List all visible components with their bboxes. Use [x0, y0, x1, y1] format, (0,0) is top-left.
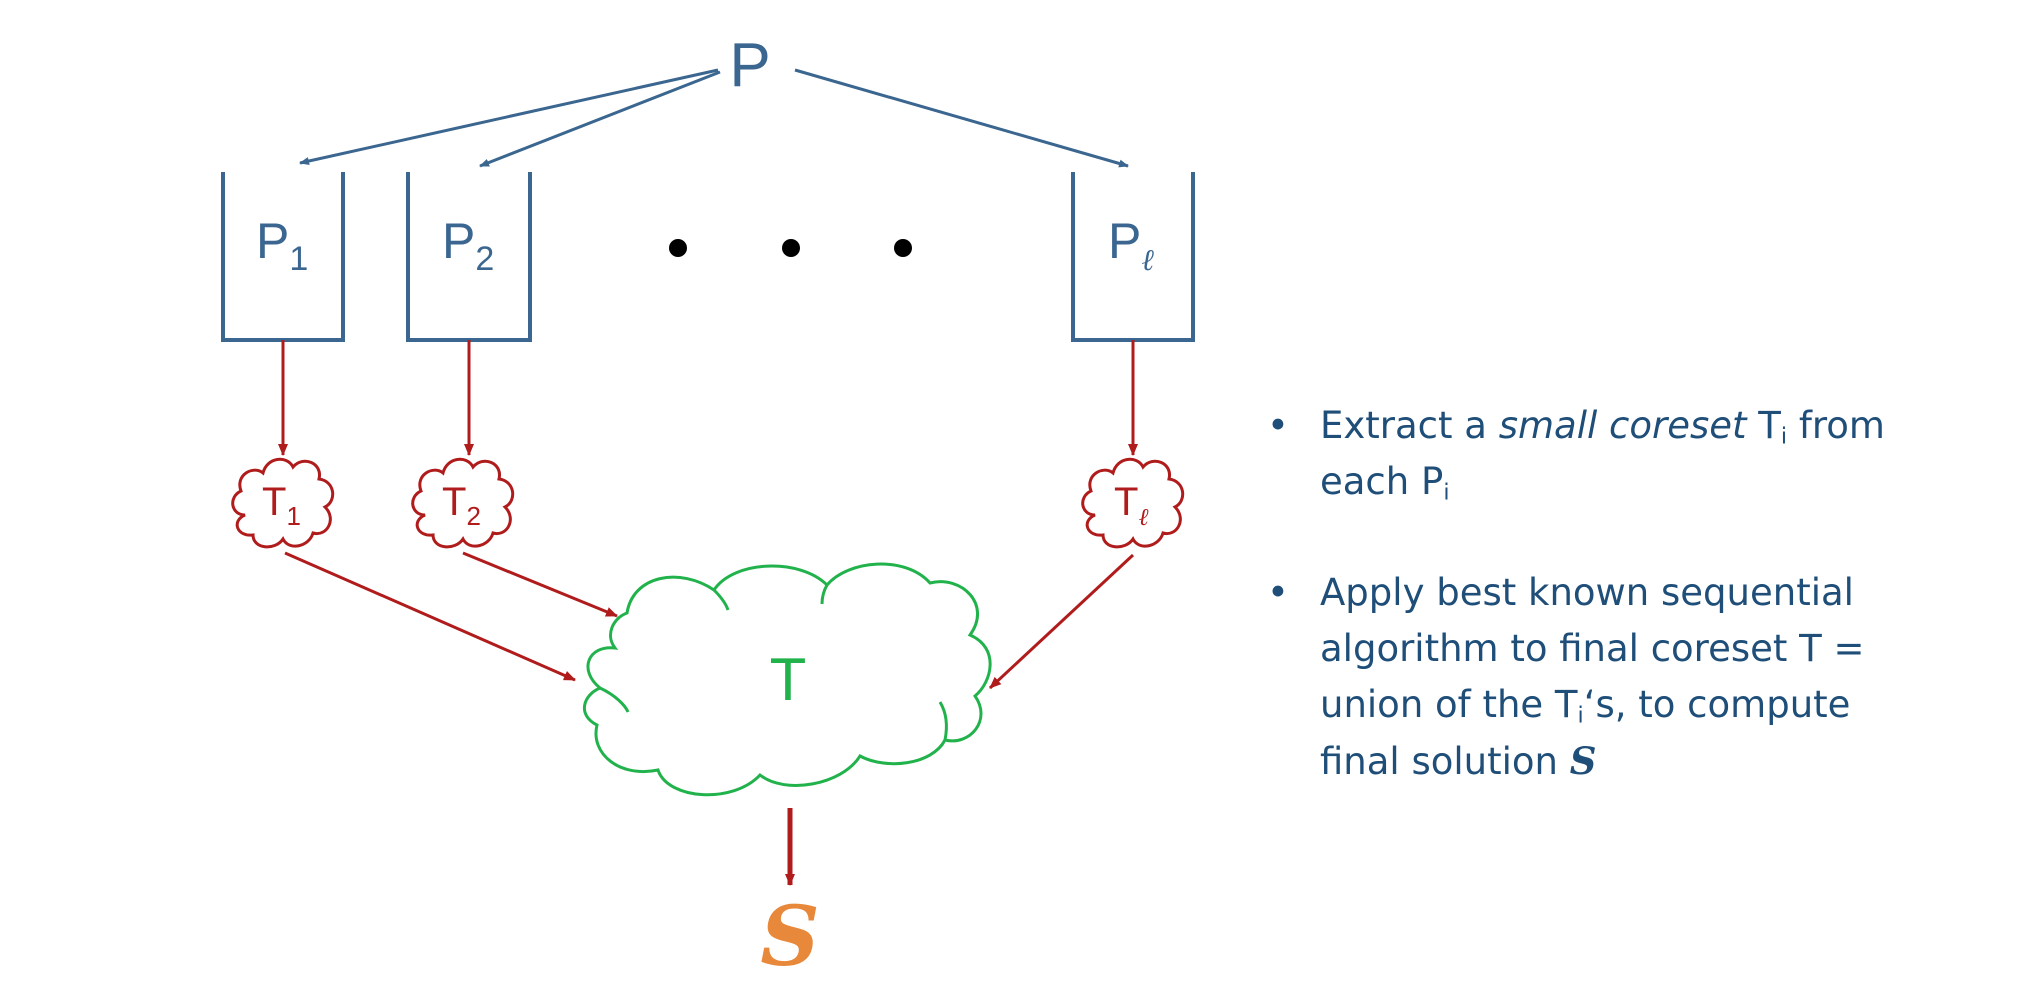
coreset-label-l: Tℓ: [1114, 480, 1148, 531]
bullet-marker: •: [1267, 404, 1289, 447]
arrow-tl-to-union: [988, 553, 1135, 690]
cloud-flourish: [820, 584, 829, 605]
bullet-marker: •: [1267, 571, 1289, 614]
coreset-cloud-2: [411, 457, 515, 549]
arrow-root-to-p2: [479, 70, 721, 168]
bullet-item: • Apply best known sequential algorithm …: [1265, 565, 1905, 790]
coreset-cloud-l: [1081, 457, 1185, 549]
cloud-flourish: [599, 686, 630, 713]
coreset-label-1: T1: [262, 480, 301, 531]
bullet-item: • Extract a small coreset Ti from each P…: [1265, 398, 1905, 510]
bullet-list: • Extract a small coreset Ti from each P…: [1265, 398, 1905, 845]
bullet-text: Apply best known sequential algorithm to…: [1320, 571, 1865, 783]
coreset-diagram: P P1 P2 Pℓ T1 T2 Tℓ: [221, 31, 1195, 985]
arrow-root-to-p1: [299, 68, 719, 165]
bullet-text: Extract a small coreset Ti from each Pi: [1320, 404, 1885, 506]
partition-label-1: P1: [256, 213, 308, 278]
solution-label: S: [760, 889, 819, 985]
union-coreset-cloud: [583, 562, 992, 797]
root-label: P: [729, 31, 770, 100]
ellipsis-dot: [782, 239, 800, 257]
partition-label-2: P2: [442, 213, 494, 278]
partition-label-l: Pℓ: [1108, 213, 1154, 278]
coreset-cloud-1: [231, 457, 335, 549]
arrow-root-to-pl: [794, 68, 1129, 168]
arrow-t2-to-union: [462, 551, 618, 618]
cloud-flourish: [938, 701, 948, 741]
ellipsis-dot: [894, 239, 912, 257]
coreset-label-2: T2: [442, 480, 481, 531]
cloud-flourish: [712, 588, 730, 611]
union-label: T: [770, 646, 807, 713]
ellipsis-dot: [669, 239, 687, 257]
arrow-t1-to-union: [284, 551, 576, 682]
